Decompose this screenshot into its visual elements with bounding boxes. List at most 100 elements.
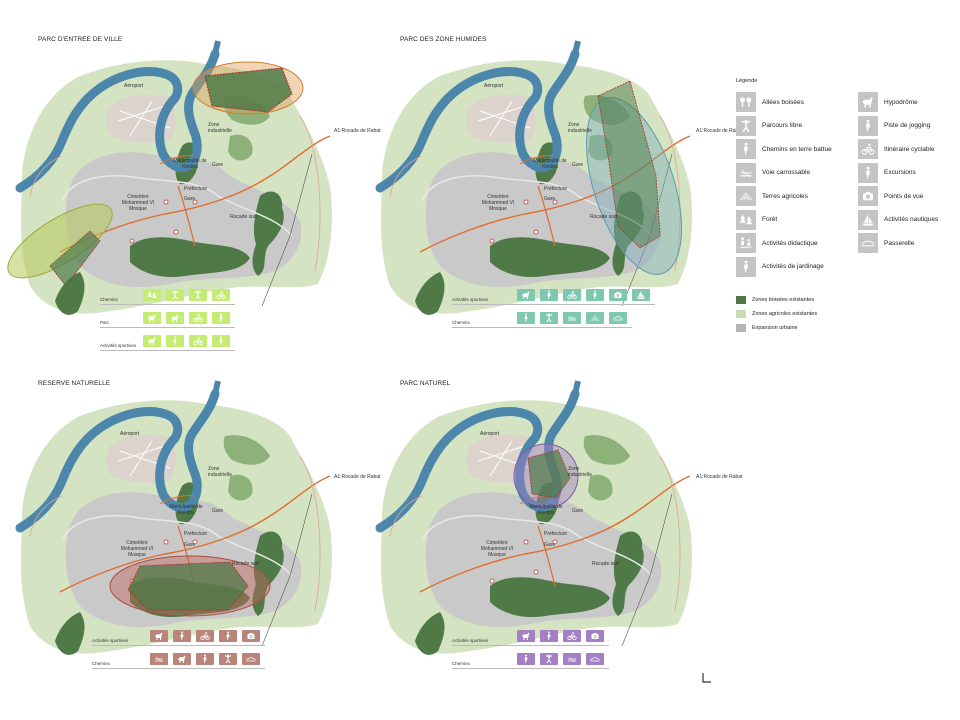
panel-parc-naturel: PARC NATUREL Aéroport Zone industrielle …	[360, 376, 742, 716]
legend-item: Allées boisées	[736, 92, 804, 112]
label-prefecture: Préfecture	[544, 531, 568, 537]
parcours-icon	[189, 289, 207, 301]
corner-mark-icon	[702, 673, 711, 683]
horse-icon	[517, 630, 535, 642]
label-gare-2: Gare	[184, 196, 196, 202]
legend-label: Piste de jogging	[884, 122, 931, 129]
label-rocade-rabat: A1:Rocade de Rabat	[696, 128, 743, 134]
camera-icon	[242, 630, 260, 642]
legend-label: Hypodrôme	[884, 98, 918, 106]
label-rocade-rabat: A1:Rocade de Rabat	[696, 474, 743, 480]
legend-item: Activités nautiques	[858, 209, 938, 230]
voie-icon	[563, 653, 581, 665]
panel-title: PARC D'ENTREE DE VILLE	[38, 36, 123, 43]
horse-icon	[173, 653, 191, 665]
label-gare: Gare	[212, 508, 224, 514]
legend-label: Activités de jardinage	[762, 263, 824, 270]
legend-title: Légende	[736, 78, 758, 84]
activity-category-label: Chemins	[452, 320, 470, 325]
legend-label: Terres agricoles	[762, 192, 808, 200]
label-cimetiere: Cimetière Mohammed VI Mosque	[121, 194, 155, 212]
label-airport: Aéroport	[480, 431, 500, 437]
label-prefecture: Préfecture	[184, 531, 208, 537]
label-cimetiere: Cimetière Mohammed VI Mosque	[120, 540, 154, 558]
walker-icon	[736, 139, 756, 159]
parcours-icon	[540, 653, 558, 665]
horse-icon	[858, 92, 878, 112]
legend-label: Itinéraire cyclable	[884, 145, 935, 153]
legend-item: Piste de jogging	[858, 115, 931, 136]
label-gare-2: Gare	[544, 196, 556, 202]
walker-icon	[586, 289, 604, 301]
passerelle-icon	[586, 653, 604, 665]
parcours-icon	[166, 289, 184, 301]
legend-item: Chemins en terre battue	[736, 139, 832, 159]
activity-category-label: Activités sportives	[452, 638, 489, 643]
walker-icon	[540, 630, 558, 642]
passerelle-icon	[858, 233, 878, 253]
legend-item: Terres agricoles	[736, 186, 808, 206]
legend-item: Activités didactique	[736, 233, 818, 253]
row-separator	[100, 350, 235, 351]
cycle-icon	[189, 335, 207, 347]
legend-item: Excursions	[858, 162, 916, 183]
parcours-icon	[219, 653, 237, 665]
horse-icon	[143, 312, 161, 324]
legend-item: Forêt	[736, 209, 777, 230]
label-municipalite: Municipalité de Kenitra	[529, 504, 563, 516]
cycle-icon	[212, 289, 230, 301]
camera-icon	[609, 289, 627, 301]
horse-icon	[150, 630, 168, 642]
label-rocade-sud: Rocade sud	[232, 561, 259, 567]
label-rocade-sud: Rocade sud	[590, 214, 617, 220]
label-municipalite: Municipalité de Kenitra	[533, 158, 567, 170]
row-separator	[452, 327, 632, 328]
legend-item: Parcours libre	[736, 115, 802, 136]
label-municipalite: Municipalité de Kenitra	[173, 158, 207, 170]
cycle-icon	[196, 630, 214, 642]
label-zone-industrielle: Zone industrielle	[208, 466, 232, 478]
zone-label: Zones boisées existantes	[752, 297, 815, 303]
label-municipalite: Municipalité de Kenitra	[169, 504, 203, 516]
legend-label: Chemins en terre battue	[762, 145, 832, 153]
activity-category-label: Activités sportives	[452, 297, 489, 302]
walker-icon	[540, 289, 558, 301]
terres-icon	[736, 186, 756, 206]
didactique-icon	[736, 233, 756, 253]
zone-swatch	[736, 324, 746, 332]
label-rocade-rabat: A1:Rocade de Rabat	[334, 128, 381, 134]
horse-icon	[143, 335, 161, 347]
voie-icon	[563, 312, 581, 324]
activity-category-label: Chemins	[452, 661, 470, 666]
label-prefecture: Préfecture	[544, 186, 568, 192]
foret-icon	[143, 289, 161, 301]
map	[7, 36, 360, 376]
zone-label: Zones agricoles existantes	[752, 311, 818, 317]
horse-icon	[517, 289, 535, 301]
foret-icon	[736, 209, 756, 230]
panel-parc-entree-de-ville: PARC D'ENTREE DE VILLE Aéroport Zone ind…	[0, 36, 380, 376]
row-separator	[92, 668, 265, 669]
panel-title: PARC NATUREL	[400, 380, 451, 387]
row-separator	[452, 304, 655, 305]
legend-label: Excursions	[884, 169, 916, 176]
map	[360, 376, 720, 716]
walker-icon	[858, 115, 878, 136]
label-gare: Gare	[212, 162, 224, 168]
walker-icon	[736, 256, 756, 277]
label-airport: Aéroport	[120, 431, 140, 437]
parcours-icon	[736, 115, 756, 136]
panel-parc-zones-humides: PARC DES ZONE HUMIDES Aéroport Zone indu…	[360, 36, 742, 376]
map	[0, 376, 360, 716]
label-rocade-sud: Rocade sud	[592, 561, 619, 567]
cycle-icon	[563, 289, 581, 301]
label-rocade-rabat: A1:Rocade de Rabat	[334, 474, 381, 480]
terres-icon	[586, 312, 604, 324]
label-zone-industrielle: Zone industrielle	[568, 466, 592, 478]
parcours-icon	[540, 312, 558, 324]
legend-label: Points de vue	[884, 192, 924, 200]
cycle-icon	[563, 630, 581, 642]
walker-icon	[166, 335, 184, 347]
row-separator	[100, 327, 235, 328]
walker-icon	[517, 653, 535, 665]
